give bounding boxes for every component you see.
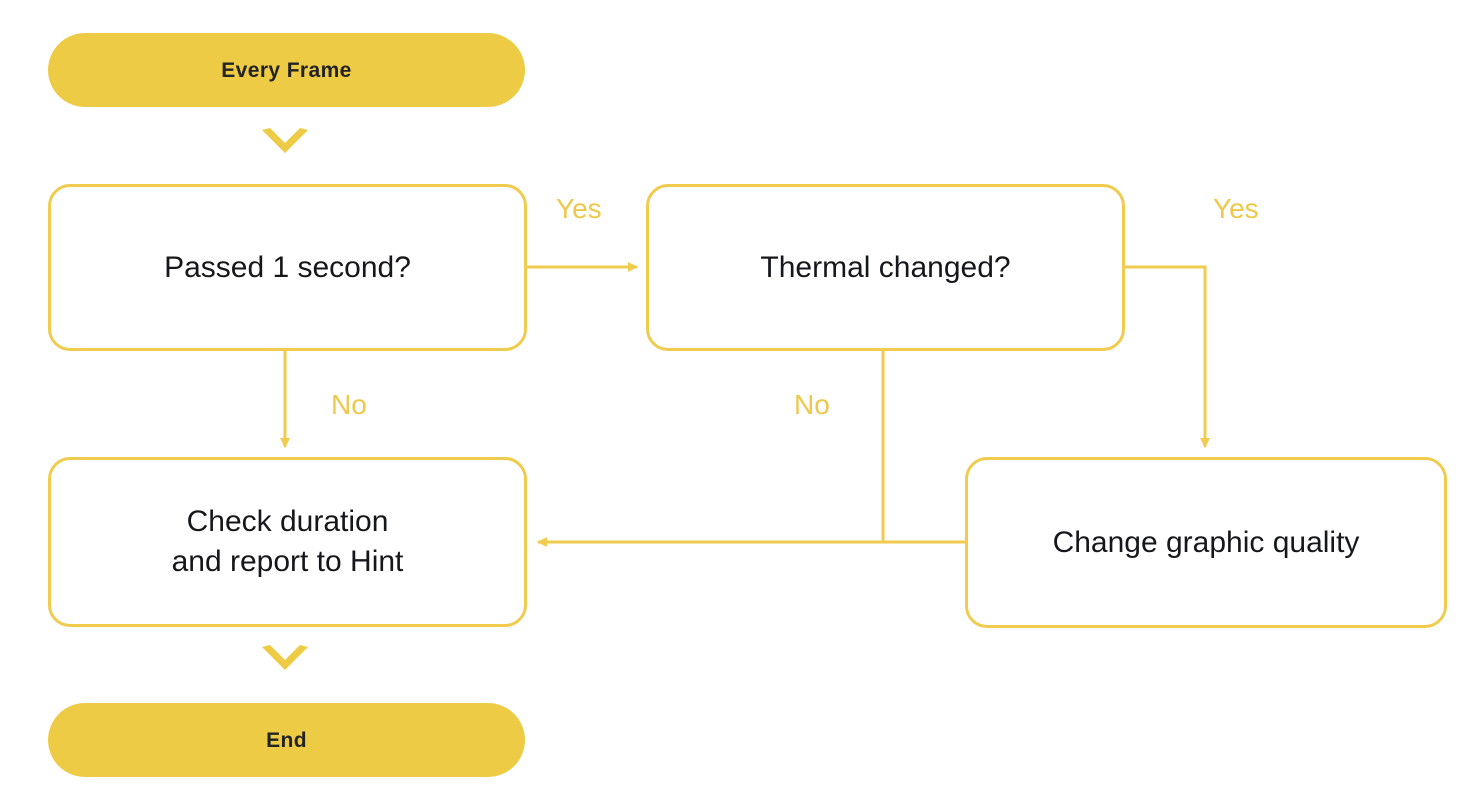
end-label: End [266, 728, 307, 752]
edge-label-passed-yes: Yes [556, 193, 602, 224]
chevron-down-icon-start [262, 128, 308, 153]
edge-label-thermal-yes: Yes [1213, 193, 1259, 224]
edge-thermal-yes [1125, 265, 1210, 448]
process-check-duration-label: Check duration and report to Hint [171, 505, 404, 578]
chevron-down-icon-end [262, 645, 308, 670]
decision-passed-one-second[interactable]: Passed 1 second? [48, 184, 527, 351]
process-change-graphic-quality-label: Change graphic quality [1052, 525, 1360, 559]
edge-label-passed-no: No [331, 389, 367, 420]
start-label: Every Frame [221, 58, 352, 82]
end-terminator[interactable]: End [48, 703, 525, 777]
start-terminator[interactable]: Every Frame [48, 33, 525, 107]
process-change-graphic-quality[interactable]: Change graphic quality [965, 457, 1447, 628]
process-check-duration[interactable]: Check duration and report to Hint [48, 457, 527, 627]
decision-passed-one-second-label: Passed 1 second? [164, 250, 411, 284]
decision-thermal-changed-label: Thermal changed? [760, 250, 1011, 284]
edge-label-thermal-no: No [794, 389, 830, 420]
decision-thermal-changed[interactable]: Thermal changed? [646, 184, 1125, 351]
